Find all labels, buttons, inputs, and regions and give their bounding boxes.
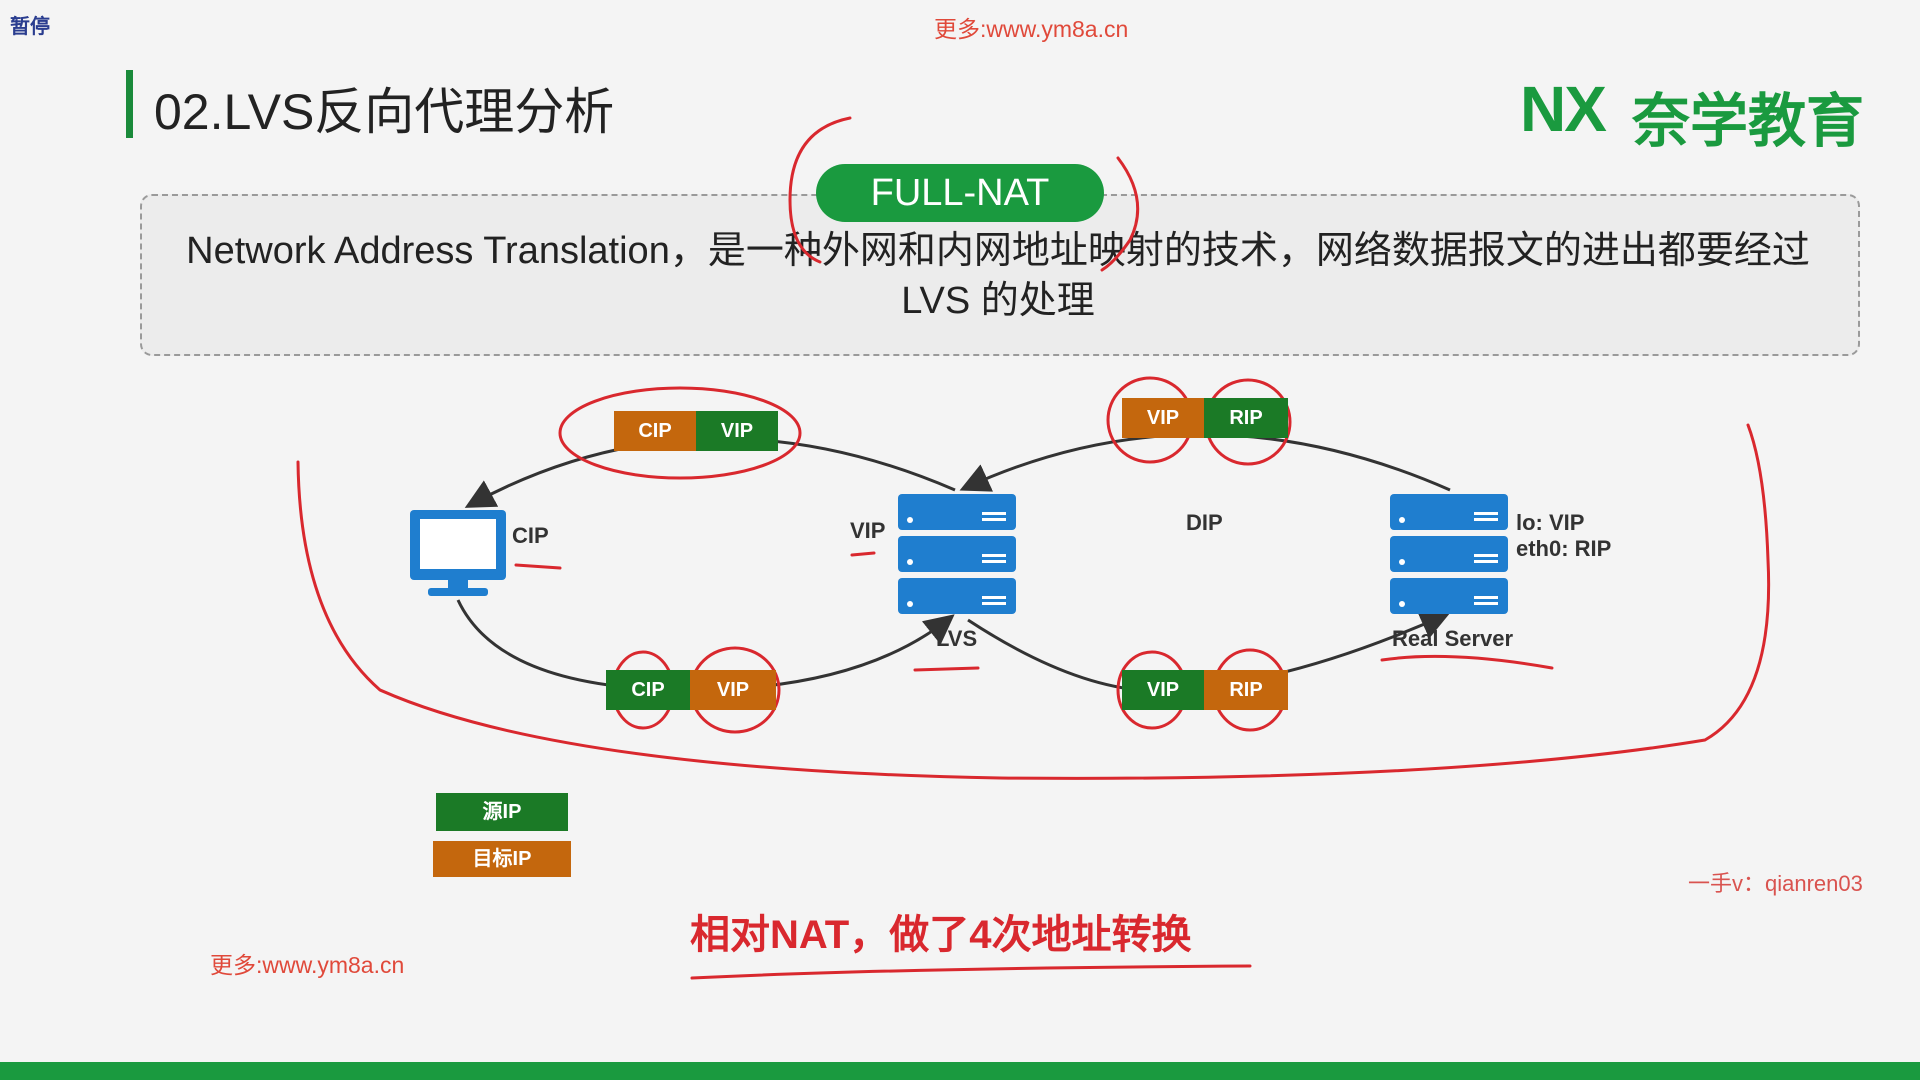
- real-server-label: Real Server: [1392, 626, 1514, 651]
- slide-title: 02.LVS反向代理分析: [154, 84, 615, 140]
- watermark-bottom: 更多:www.ym8a.cn: [210, 952, 405, 978]
- rs-lo-label: lo: VIP: [1516, 510, 1585, 535]
- packet-bottom-left-src: CIP: [606, 670, 690, 710]
- client-label: CIP: [512, 523, 549, 548]
- fullnat-badge: FULL-NAT: [816, 164, 1104, 222]
- packet-bottom-right-src: VIP: [1122, 670, 1204, 710]
- title-accent-bar: [126, 70, 133, 138]
- packet-top-left-dst: VIP: [696, 411, 778, 451]
- arc-rs-to-lvs: [959, 433, 1451, 492]
- logo-mark: NX: [1520, 73, 1607, 145]
- annotation-circle-top-left-packet: [558, 386, 802, 480]
- contact-text: 一手v：qianren03: [1688, 871, 1863, 896]
- annotation-circle-fullnat-right: [1100, 156, 1140, 272]
- dip-label: DIP: [1186, 510, 1223, 535]
- logo-text: 奈学教育: [1632, 89, 1865, 154]
- conclusion-text: 相对NAT，做了4次地址转换: [690, 913, 1192, 957]
- annotation-underline-cip: [514, 563, 562, 570]
- client-monitor-icon: [410, 510, 506, 596]
- rs-eth0-label: eth0: RIP: [1516, 536, 1612, 561]
- legend-target-ip: 目标IP: [433, 841, 571, 877]
- lvs-server-icon: [898, 494, 1016, 614]
- lvs-vip-label: VIP: [850, 518, 886, 543]
- watermark-top: 更多:www.ym8a.cn: [934, 16, 1129, 42]
- packet-bottom-right-dst: RIP: [1204, 670, 1288, 710]
- legend-source-ip: 源IP: [436, 793, 568, 831]
- annotation-underline-lvs: [913, 666, 980, 672]
- packet-bottom-left-dst: VIP: [690, 670, 776, 710]
- definition-text: Network Address Translation，是一种外网和内网地址映射…: [186, 230, 1810, 322]
- annotation-underline-real-server: [1380, 654, 1554, 670]
- annotation-underline-vip: [850, 551, 876, 557]
- annotation-underline-conclusion: [690, 964, 1252, 980]
- real-server-icon: [1390, 494, 1508, 614]
- packet-top-right-src: VIP: [1122, 398, 1204, 438]
- annotation-circle-fullnat-left: [788, 116, 852, 264]
- pause-label[interactable]: 暂停: [10, 16, 50, 38]
- packet-top-left-src: CIP: [614, 411, 696, 451]
- packet-top-right-dst: RIP: [1204, 398, 1288, 438]
- annotation-big-sweep: [296, 423, 1771, 780]
- bottom-accent-bar: [0, 1062, 1920, 1080]
- lvs-label: LVS: [936, 626, 978, 651]
